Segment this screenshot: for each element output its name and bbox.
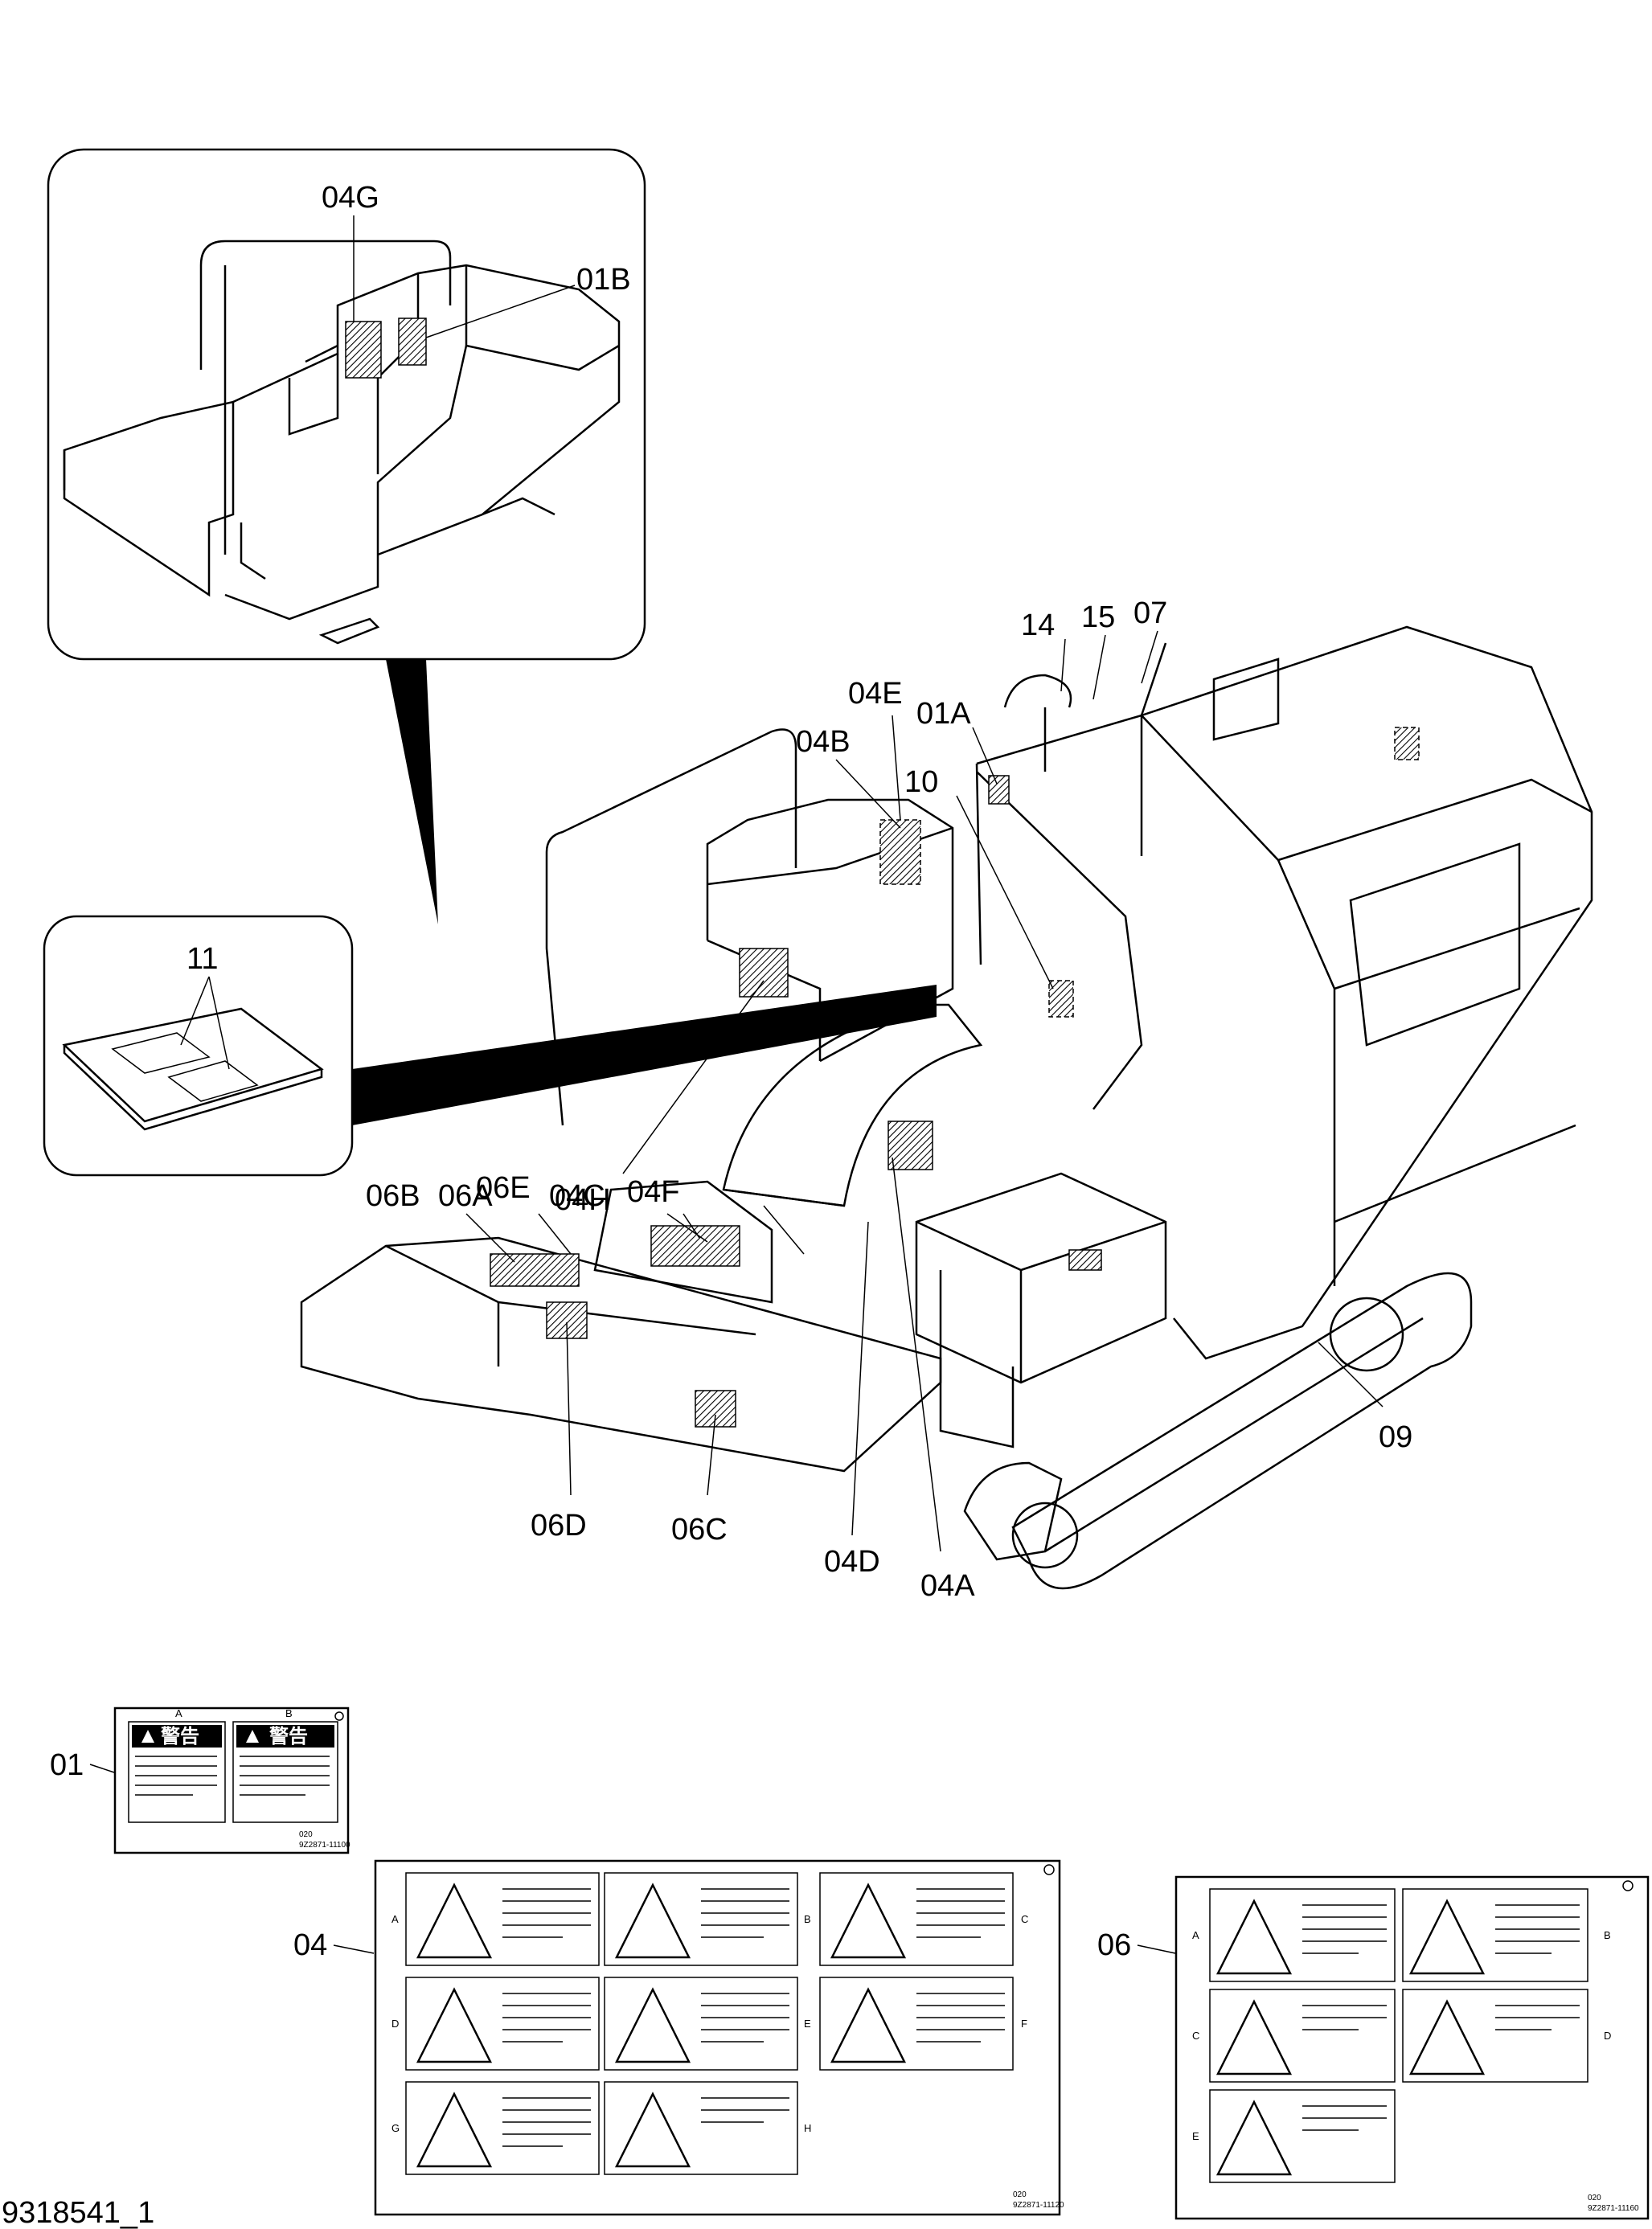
label-04D: 04D: [824, 1545, 880, 1579]
decal-01-footer-code: 020: [299, 1830, 313, 1839]
warning-triangle-icon: [141, 1730, 154, 1743]
label-06E: 06E: [476, 1171, 531, 1205]
decal-01a-header: 警告: [160, 1726, 199, 1748]
warning-triangle-icon: [246, 1730, 259, 1743]
label-06C: 06C: [671, 1513, 728, 1547]
label-04C: 04C: [549, 1179, 605, 1213]
decal-04-letter-a: A: [391, 1913, 399, 1925]
label-decal-01: 01: [50, 1748, 84, 1782]
decal-01-part-code: 9Z2871-11100: [299, 1841, 350, 1850]
decal-01-letter-b: B: [285, 1707, 293, 1719]
decal-04F-area: [887, 1121, 933, 1170]
decal-10-area: [1048, 980, 1074, 1018]
decal-04B-area: [739, 948, 789, 998]
decal-04-letter-g: G: [391, 2122, 400, 2134]
label-04G: 04G: [322, 181, 379, 215]
label-09: 09: [1379, 1420, 1412, 1454]
label-01B: 01B: [576, 263, 631, 297]
label-07: 07: [1133, 596, 1167, 630]
decal-01-letter-a: A: [175, 1707, 182, 1719]
label-04H: 04H: [555, 1183, 611, 1217]
detail-inset-left: 11: [43, 915, 937, 1177]
decal-06-letter-c: C: [1192, 2030, 1199, 2042]
decal-engine-area: [1068, 1249, 1102, 1271]
label-10: 10: [904, 765, 938, 799]
decal-set-01: 01 A B 警告 警告 020 9Z2871-11100: [50, 1707, 350, 1854]
decal-06B-area: [490, 1253, 580, 1287]
inset-pointer: [386, 659, 438, 924]
decal-04-letter-c: C: [1021, 1913, 1028, 1925]
decal-01B-area: [398, 318, 427, 366]
label-01A: 01A: [916, 697, 971, 731]
label-15: 15: [1081, 600, 1115, 634]
decal-06-part-code: 9Z2871-11160: [1588, 2204, 1639, 2213]
decal-set-04: 04 A B: [293, 1859, 1064, 2216]
decal-04-footer-code: 020: [1013, 2190, 1027, 2199]
label-11: 11: [187, 942, 218, 976]
label-decal-04: 04: [293, 1928, 327, 1962]
decal-01A-area: [988, 775, 1010, 805]
main-machine: 14 15 07 04E 01A 04B 10 04H 06E 04F 06B …: [300, 596, 1593, 1603]
decal-04-letter-d: D: [391, 2018, 399, 2030]
decal-01b-header: 警告: [269, 1726, 308, 1748]
drawing-number: 9318541_1: [2, 2196, 154, 2229]
decal-set-06: 06 A B C D E 020 9Z2871-11160: [1097, 1875, 1650, 2220]
label-04E: 04E: [848, 677, 903, 711]
decal-04-letter-e: E: [804, 2018, 811, 2030]
decal-06-letter-b: B: [1604, 1929, 1611, 1941]
label-06B: 06B: [366, 1179, 420, 1213]
label-04B: 04B: [796, 725, 851, 759]
label-06D: 06D: [531, 1509, 587, 1543]
decal-04G-area: [345, 321, 382, 379]
label-04A: 04A: [920, 1569, 975, 1603]
decal-04-part-code: 9Z2871-11120: [1013, 2201, 1064, 2210]
decal-06-letter-d: D: [1604, 2030, 1611, 2042]
decal-06-footer-code: 020: [1588, 2194, 1601, 2202]
label-06A: 06A: [438, 1179, 493, 1213]
label-04F: 04F: [627, 1175, 679, 1209]
decal-04-letter-f: F: [1021, 2018, 1027, 2030]
decal-06C-area: [695, 1390, 736, 1428]
label-14: 14: [1021, 608, 1055, 642]
decal-07-area: [1394, 727, 1420, 760]
decal-04-letter-h: H: [804, 2122, 811, 2134]
inset-pointer-left: [352, 985, 937, 1125]
decal-04E-area: [879, 819, 921, 885]
decal-06-letter-e: E: [1192, 2130, 1199, 2142]
decal-06-letter-a: A: [1192, 1929, 1199, 1941]
detail-inset-top: 04G 01B: [47, 148, 646, 924]
decal-04-letter-b: B: [804, 1913, 811, 1925]
label-decal-06: 06: [1097, 1928, 1131, 1962]
